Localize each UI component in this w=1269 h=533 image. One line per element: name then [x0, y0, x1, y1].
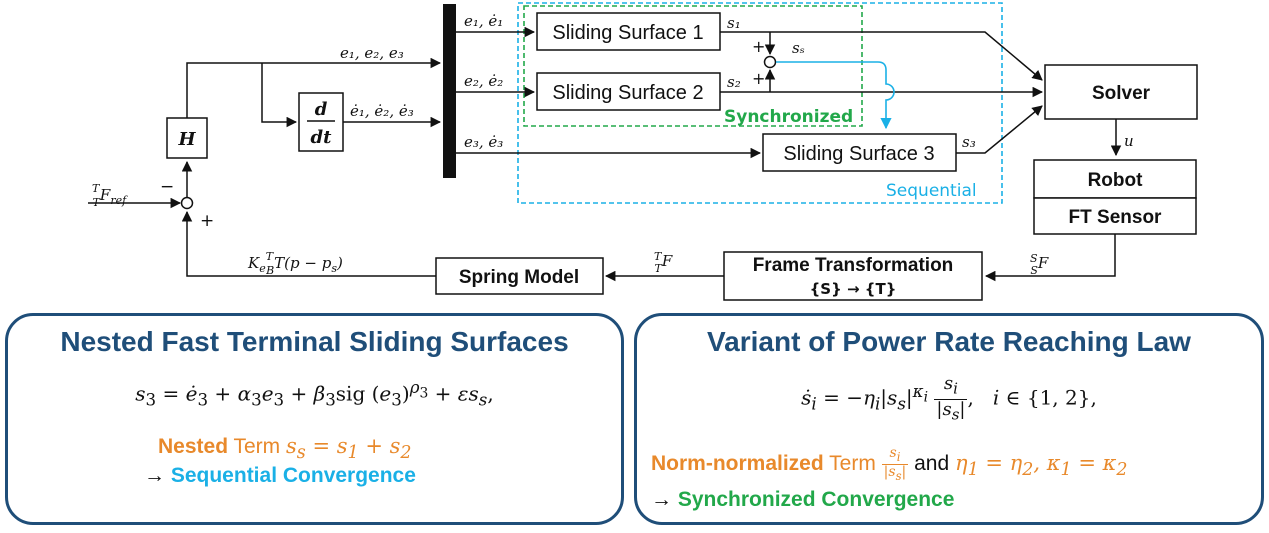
right-panel: Variant of Power Rate Reaching Law ṡi = … — [634, 313, 1264, 525]
term-word-right: Term — [823, 451, 882, 475]
ss-sum-formula: ss = s1 + s2 — [286, 434, 412, 464]
synchronized-label: Synchronized — [724, 107, 853, 127]
to-derivative-line — [261, 63, 298, 128]
left-panel-equation: s3 = ė3 + α3e3 + β3sig (e3)ρ3 + εss, — [135, 378, 494, 410]
derivative-numerator: d — [315, 99, 328, 120]
sliding-surface-2-block — [536, 72, 721, 111]
robot-label: Robot — [1088, 170, 1144, 191]
sequential-convergence-label: Sequential Convergence — [170, 464, 416, 487]
sliding-surface-3-block — [762, 133, 957, 172]
s2-label: s₂ — [727, 73, 741, 91]
s3-line — [956, 105, 1043, 154]
derivative-denominator: dt — [311, 127, 333, 148]
arrow-right: → — [651, 488, 678, 511]
sliding-surface-1-label: Sliding Surface 1 — [552, 22, 703, 44]
fref-label: TTFref — [92, 182, 128, 209]
sf-line — [984, 234, 1116, 282]
plus-sign-s1: + — [752, 37, 765, 56]
ss-line — [776, 61, 895, 130]
left-panel-convergence-line: → Sequential Convergence — [144, 464, 416, 488]
spring-model-label: Spring Model — [459, 267, 579, 288]
mux-bar — [443, 4, 456, 178]
e1-pair-label: e₁, ė₁ — [464, 12, 503, 30]
frame-transformation-sub: {S} → {T} — [810, 280, 897, 298]
sliding-surface-2-label: Sliding Surface 2 — [552, 82, 703, 104]
eta-kappa-condition: η1 = η2, κ1 = κ2 — [954, 450, 1128, 481]
ft-sensor-block — [1033, 197, 1197, 235]
e2-pair-label: e₂, ė₂ — [464, 72, 503, 90]
right-panel-equation: ṡi = −ηi|ss|κi si|ss|, i ∈ {1, 2}, — [801, 373, 1097, 424]
solver-label: Solver — [1092, 83, 1151, 104]
ss-label: sₛ — [792, 39, 805, 57]
norm-fraction: si|ss| — [881, 445, 909, 483]
right-panel-convergence-line: → Synchronized Convergence — [651, 488, 954, 512]
solver-block — [1044, 64, 1198, 120]
u-label: u — [1124, 132, 1134, 150]
summing-junction-ss — [763, 55, 777, 69]
e3-pair-label: e₃, ė₃ — [464, 133, 503, 151]
right-panel-title: Variant of Power Rate Reaching Law — [707, 326, 1191, 357]
plus-sign-feedback: + — [200, 211, 214, 231]
ft-sensor-label: FT Sensor — [1069, 207, 1163, 228]
sequential-group-box — [517, 2, 1003, 204]
synchronized-convergence-label: Synchronized Convergence — [677, 488, 955, 511]
s1-line — [720, 31, 1043, 81]
sequential-label: Sequential — [886, 181, 977, 201]
right-panel-norm-line: Norm-normalized Term si|ss| and η1 = η2,… — [651, 446, 1128, 483]
e-all-label: e₁, e₂, e₃ — [340, 44, 404, 62]
s3-label: s₃ — [962, 133, 976, 151]
frame-transformation-label: Frame Transformation — [753, 255, 954, 276]
edot-all-label: ė₁, ė₂, ė₃ — [350, 102, 414, 120]
sliding-surface-1-block — [536, 12, 721, 51]
block-diagram: Synchronized Sequential TTFref − + H e₁,… — [88, 2, 1198, 301]
spring-out-line — [181, 210, 436, 277]
term-word-left: Term — [228, 435, 286, 458]
synchronized-group-box — [523, 5, 863, 127]
nested-word: Nested — [158, 435, 229, 458]
summing-junction-main — [180, 196, 194, 210]
h-block — [166, 117, 208, 159]
arrow-left: → — [144, 464, 171, 487]
e-all-line — [186, 57, 442, 118]
left-panel-nested-line: Nested Term ss = s1 + s2 — [158, 434, 412, 463]
sliding-surface-3-label: Sliding Surface 3 — [783, 143, 934, 165]
minus-sign-ref: − — [160, 177, 174, 197]
plus-sign-s2: + — [752, 69, 765, 88]
norm-normalized-word: Norm-normalized — [651, 451, 824, 475]
left-panel-title: Nested Fast Terminal Sliding Surfaces — [60, 326, 569, 357]
frame-transformation-block — [723, 251, 983, 301]
h-block-label: H — [177, 129, 196, 150]
robot-block — [1033, 159, 1197, 199]
left-panel: Nested Fast Terminal Sliding Surfaces s3… — [5, 313, 624, 525]
s1-label: s₁ — [727, 14, 741, 32]
and-word: and — [908, 451, 955, 475]
